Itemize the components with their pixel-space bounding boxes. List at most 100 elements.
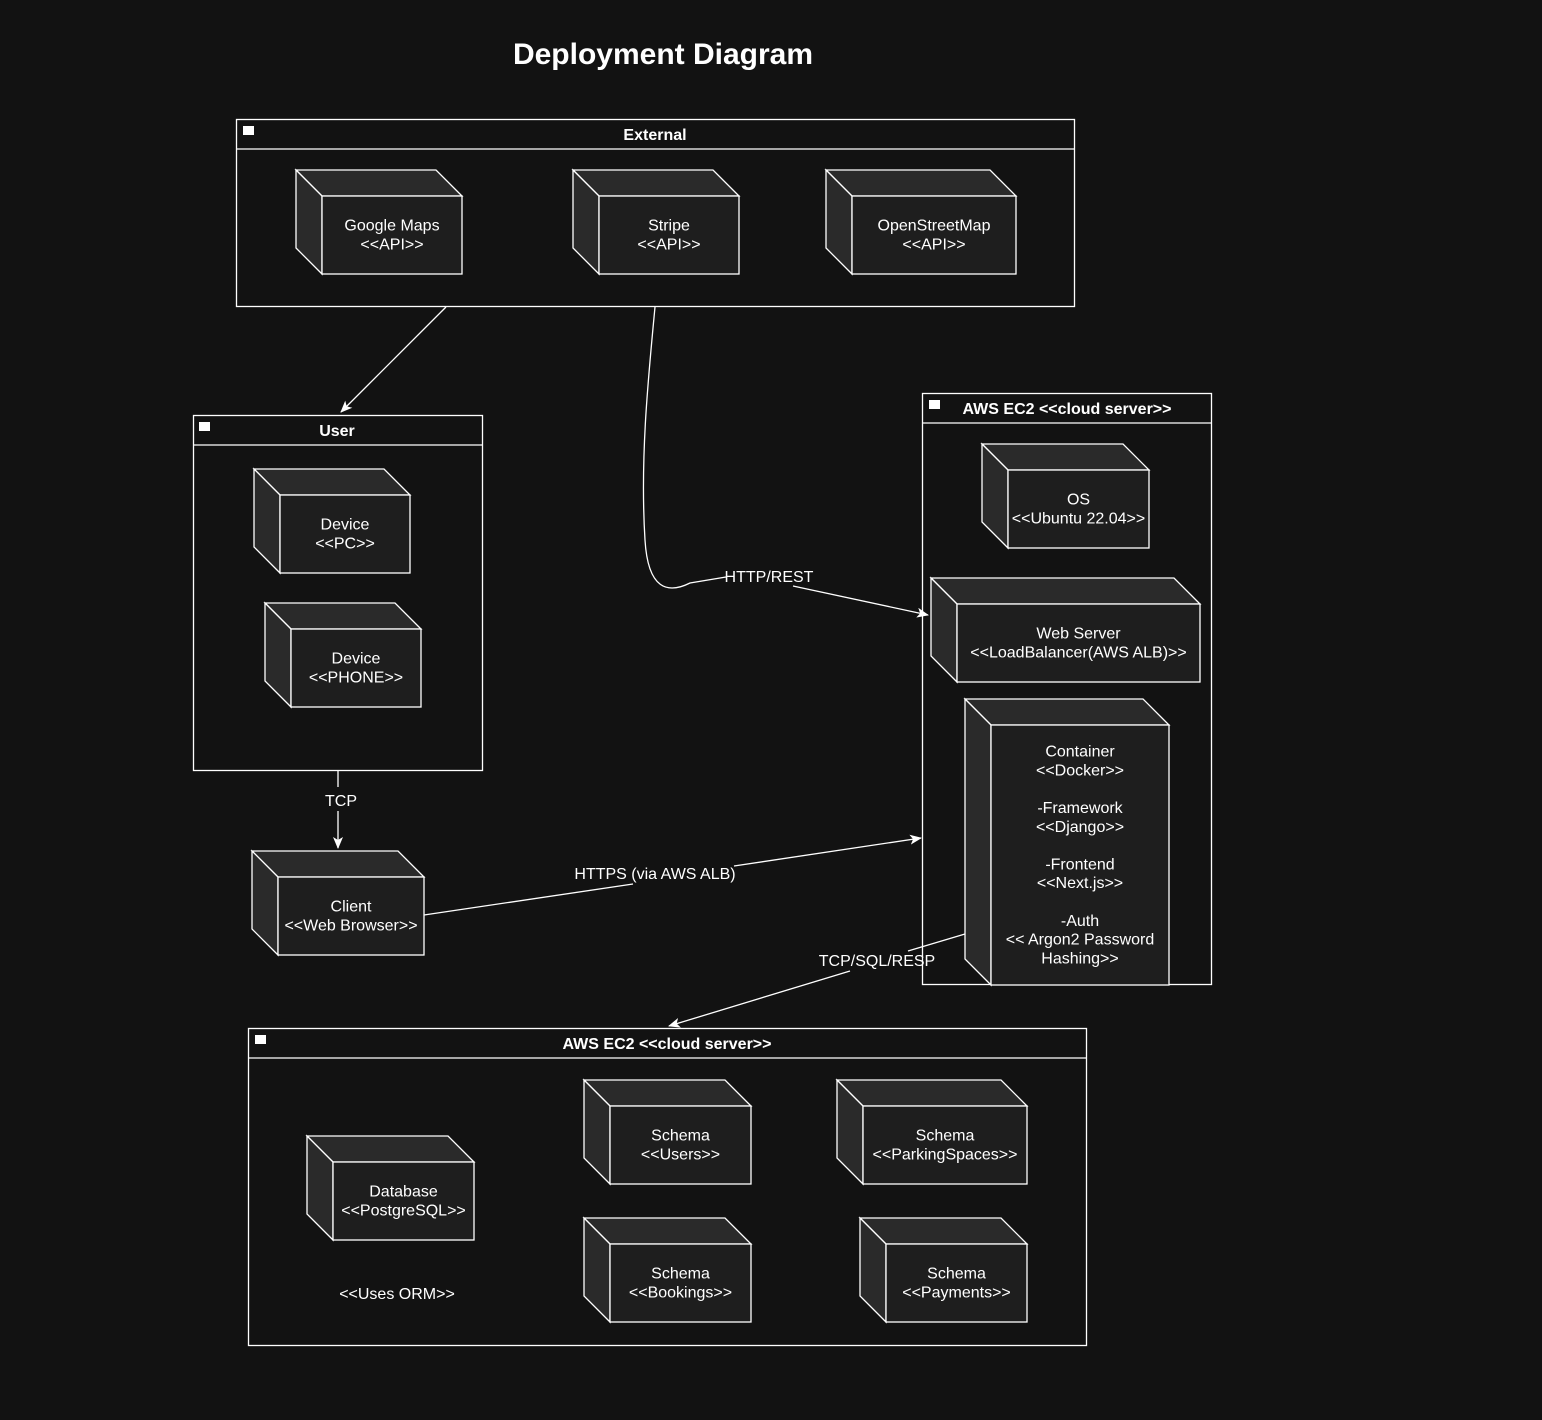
node-top-face bbox=[250, 850, 426, 878]
node-label-line: Client bbox=[331, 899, 372, 916]
node-label-line: Hashing>> bbox=[1041, 950, 1118, 967]
node-front-face bbox=[332, 1161, 475, 1241]
node-label-line: Schema bbox=[916, 1128, 975, 1145]
node-top-face bbox=[929, 577, 1202, 605]
node-label-line: OpenStreetMap bbox=[878, 218, 991, 235]
node-top-face bbox=[835, 1079, 1029, 1107]
node-container[interactable]: Container<<Docker>> -Framework <<Django>> -… bbox=[963, 697, 1171, 987]
edge-label-http-rest: HTTP/REST bbox=[725, 569, 814, 586]
node-top-face bbox=[252, 468, 412, 496]
node-label-line: <<PostgreSQL>> bbox=[341, 1203, 466, 1220]
node-label-line: <<Ubuntu 22.04>> bbox=[1012, 511, 1145, 528]
collapse-icon[interactable] bbox=[255, 1035, 266, 1044]
node-google-maps[interactable]: Google Maps <<API>> bbox=[294, 168, 464, 276]
node-label-line: <<Next.js>> bbox=[1037, 875, 1123, 892]
node-label-line: Schema bbox=[651, 1128, 710, 1145]
node-front-face bbox=[956, 603, 1201, 683]
node-front-face bbox=[851, 195, 1017, 275]
node-label-line: <<Docker>> bbox=[1036, 762, 1124, 779]
node-os[interactable]: OS <<Ubuntu 22.04>> bbox=[980, 442, 1151, 550]
node-label-line: Container bbox=[1045, 744, 1115, 761]
edge-container-db-end[interactable] bbox=[668, 970, 851, 1028]
node-top-face bbox=[294, 169, 464, 197]
node-label-line: Stripe bbox=[648, 218, 690, 235]
container-external[interactable]: External bbox=[235, 118, 1076, 308]
collapse-icon[interactable] bbox=[929, 400, 940, 409]
node-top-face bbox=[263, 602, 423, 630]
node-stripe[interactable]: Stripe <<API>> bbox=[571, 168, 741, 276]
node-label-line: Schema bbox=[651, 1266, 710, 1283]
node-top-face bbox=[582, 1217, 753, 1245]
node-label-line: <<API>> bbox=[902, 237, 965, 254]
container-title: AWS EC2 <<cloud server>> bbox=[963, 401, 1172, 418]
node-schema-users[interactable]: Schema <<Users>> bbox=[582, 1078, 753, 1186]
node-front-face bbox=[598, 195, 740, 275]
container-title: User bbox=[319, 423, 355, 440]
node-label-line: -Frontend bbox=[1045, 856, 1114, 873]
node-label-line: -Framework bbox=[1037, 800, 1123, 817]
edge-external-user[interactable] bbox=[340, 306, 447, 413]
container-title: External bbox=[623, 127, 686, 144]
node-front-face bbox=[885, 1243, 1028, 1323]
node-label-line: <<Users>> bbox=[641, 1147, 720, 1164]
node-side-face bbox=[964, 697, 992, 987]
collapse-icon[interactable] bbox=[243, 126, 254, 135]
node-label-line: <<Web Browser>> bbox=[284, 918, 417, 935]
edge-label-https: HTTPS (via AWS ALB) bbox=[574, 866, 735, 883]
node-label-line: Database bbox=[369, 1184, 438, 1201]
edge-container-db[interactable] bbox=[907, 933, 966, 952]
container-user[interactable]: User bbox=[192, 414, 484, 772]
node-label-line: <<PHONE>> bbox=[309, 670, 403, 687]
node-schema-parking[interactable]: Schema <<ParkingSpaces>> bbox=[835, 1078, 1029, 1186]
node-front-face bbox=[609, 1105, 752, 1185]
node-device-phone[interactable]: Device <<PHONE>> bbox=[263, 601, 423, 709]
node-label-line: << Argon2 Password bbox=[1006, 932, 1155, 949]
node-label-line: <<Django>> bbox=[1036, 819, 1124, 836]
node-front-face bbox=[279, 494, 411, 574]
edge-client-container-end[interactable] bbox=[733, 834, 922, 867]
node-device-pc[interactable]: Device<<PC>> bbox=[252, 467, 412, 575]
node-label-line: Schema bbox=[927, 1266, 986, 1283]
node-top-face bbox=[963, 698, 1171, 726]
node-label-line: <<Payments>> bbox=[902, 1285, 1011, 1302]
collapse-icon[interactable] bbox=[199, 422, 210, 431]
edge-external-webserver[interactable] bbox=[642, 306, 727, 589]
node-label-line: Device bbox=[332, 651, 381, 668]
node-front-face bbox=[277, 876, 425, 956]
node-database[interactable]: Database <<PostgreSQL>> bbox=[305, 1134, 476, 1242]
container-aws-db[interactable]: AWS EC2 <<cloud server>> bbox=[247, 1027, 1088, 1347]
node-front-face bbox=[290, 628, 422, 708]
node-openstreetmap[interactable]: OpenStreetMap <<API>> bbox=[824, 168, 1018, 276]
node-top-face bbox=[305, 1135, 476, 1163]
node-top-face bbox=[980, 443, 1151, 471]
node-label-line: <<ParkingSpaces>> bbox=[873, 1147, 1018, 1164]
orm-note: <<Uses ORM>> bbox=[339, 1286, 455, 1303]
node-front-face bbox=[990, 724, 1170, 986]
node-web-server[interactable]: Web Server <<LoadBalancer(AWS ALB)>> bbox=[929, 576, 1202, 684]
edge-label-tcp-sql: TCP/SQL/RESP bbox=[819, 953, 935, 970]
node-client[interactable]: Client <<Web Browser>> bbox=[250, 849, 426, 957]
node-schema-bookings[interactable]: Schema <<Bookings>> bbox=[582, 1216, 753, 1324]
node-top-face bbox=[824, 169, 1018, 197]
node-label-line: <<LoadBalancer(AWS ALB)>> bbox=[970, 645, 1186, 662]
edge-label-tcp: TCP bbox=[325, 793, 357, 810]
node-label-line: Google Maps bbox=[344, 218, 439, 235]
node-label-line: <<API>> bbox=[637, 237, 700, 254]
edge-client-container[interactable] bbox=[423, 883, 634, 916]
node-front-face bbox=[1007, 469, 1150, 549]
node-front-face bbox=[321, 195, 463, 275]
node-front-face bbox=[609, 1243, 752, 1323]
container-title: AWS EC2 <<cloud server>> bbox=[563, 1036, 772, 1053]
node-label-line: Web Server bbox=[1036, 626, 1121, 643]
node-label-line: <<Bookings>> bbox=[629, 1285, 732, 1302]
page-title: Deployment Diagram bbox=[513, 38, 813, 71]
node-top-face bbox=[582, 1079, 753, 1107]
node-front-face bbox=[862, 1105, 1028, 1185]
node-top-face bbox=[571, 169, 741, 197]
node-label-line: OS bbox=[1067, 492, 1090, 509]
node-label-line: <<API>> bbox=[360, 237, 423, 254]
node-schema-payments[interactable]: Schema <<Payments>> bbox=[858, 1216, 1029, 1324]
node-label-line: <<PC>> bbox=[315, 536, 375, 553]
edge-external-webserver-end[interactable] bbox=[792, 585, 929, 618]
